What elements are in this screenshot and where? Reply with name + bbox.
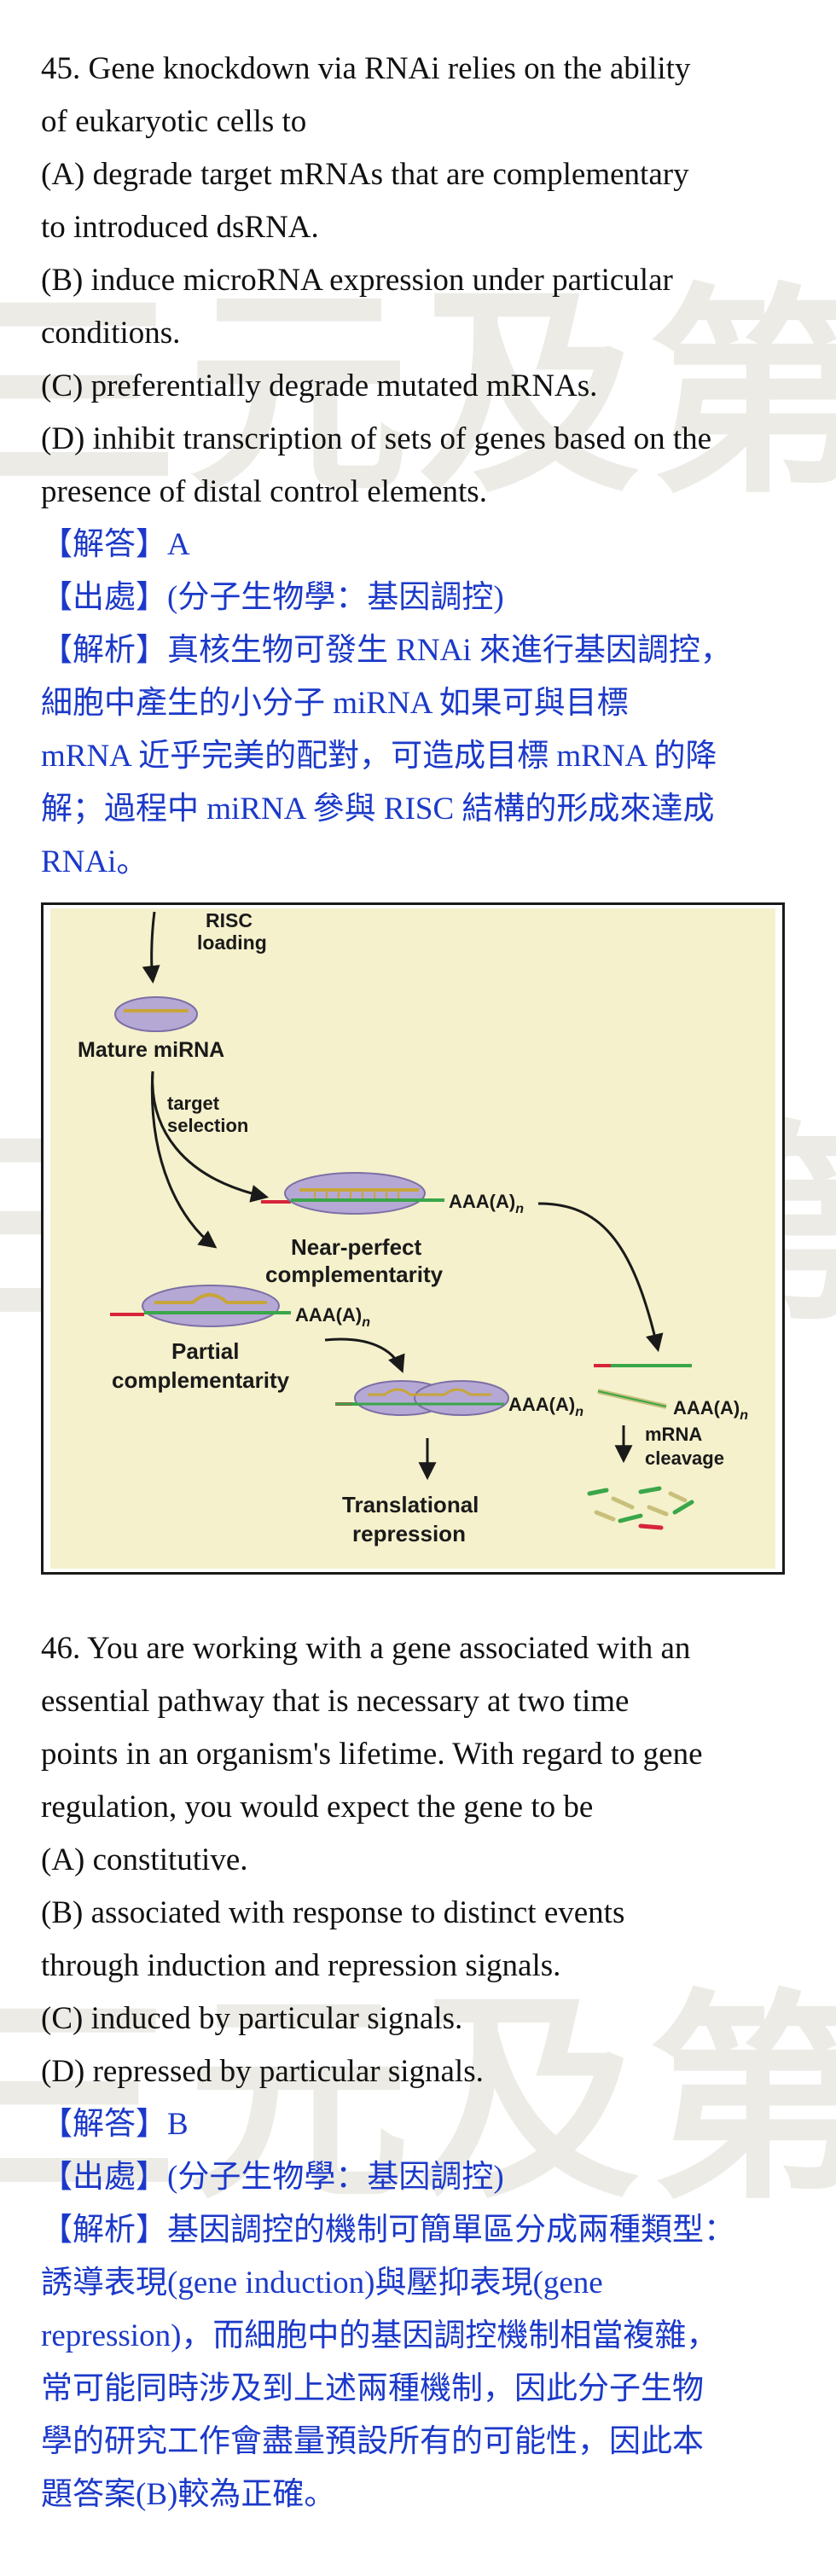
option-a-cont: to introduced dsRNA.: [41, 210, 319, 245]
question-line: essential pathway that is necessary at t…: [41, 1684, 630, 1719]
mature-mirna-label: Mature miRNA: [78, 1038, 224, 1062]
explanation-line: 【解析】基因調控的機制可簡單區分成兩種類型：: [41, 2213, 735, 2248]
rnai-diagram-svg: RISC loading Mature miRNA target selecti…: [50, 908, 775, 1569]
question-line: regulation, you would expect the gene to…: [41, 1790, 594, 1825]
polya-tail-2: AAA(A)n: [295, 1304, 370, 1330]
rnai-diagram: RISC loading Mature miRNA target selecti…: [41, 902, 785, 1575]
explanation-line: 誘導表現(gene induction)與壓抑表現(gene: [41, 2266, 603, 2300]
cleavage-label: cleavage: [645, 1448, 724, 1469]
option-a: (A) constitutive.: [41, 1842, 248, 1877]
explanation-line: RNAi。: [41, 844, 148, 879]
explanation-line: mRNA 近乎完美的配對，可造成目標 mRNA 的降: [41, 739, 717, 774]
polya-tail-3: AAA(A)n: [508, 1394, 583, 1419]
translational-label: Translational: [342, 1492, 479, 1517]
mature-mirna-complex: [114, 996, 198, 1032]
option-d-cont: presence of distal control elements.: [41, 474, 487, 509]
watermark: 三元及第: [0, 1972, 836, 2230]
explanation-line: 學的研究工作會盡量預設所有的可能性，因此本: [41, 2424, 704, 2459]
question-45: 45. Gene knockdown via RNAi relies on th…: [41, 43, 800, 889]
question-line: points in an organism's lifetime. With r…: [41, 1737, 703, 1772]
explanation-line: repression)，而細胞中的基因調控機制相當複雜，: [41, 2318, 718, 2353]
partial-arrow: [324, 1337, 405, 1373]
option-b: (B) associated with response to distinct…: [41, 1895, 625, 1930]
partial-label: Partial: [171, 1338, 240, 1364]
explanation-line: 題答案(B)較為正確。: [41, 2477, 336, 2512]
mrna-label: mRNA: [645, 1424, 702, 1445]
translational-repression-complex: [335, 1380, 509, 1416]
option-c: (C) induced by particular signals.: [41, 2001, 463, 2036]
option-b-cont: through induction and repression signals…: [41, 1948, 561, 1983]
option-d: (D) inhibit transcription of sets of gen…: [41, 421, 712, 456]
target-selection-arrow-2: [150, 1070, 218, 1249]
repression-label: repression: [352, 1521, 466, 1546]
polya-tail-1: AAA(A)n: [449, 1191, 524, 1216]
risc-label: RISC: [206, 909, 253, 931]
degraded-fragments: [587, 1486, 694, 1530]
selection-label: selection: [167, 1115, 248, 1136]
partial-label-2: complementarity: [112, 1367, 290, 1393]
option-c: (C) preferentially degrade mutated mRNAs…: [41, 368, 598, 403]
near-perfect-label-2: complementarity: [265, 1262, 444, 1287]
explanation-line: 解；過程中 miRNA 參與 RISC 結構的形成來達成: [41, 792, 715, 827]
explanation-line: 細胞中產生的小分子 miRNA 如果可與目標: [41, 686, 629, 721]
partial-complex: [110, 1285, 291, 1327]
cleavage-path-arrow: [537, 1202, 664, 1353]
near-perfect-complex: [261, 1172, 444, 1215]
option-b-cont: conditions.: [41, 316, 181, 351]
polya-tail-4: AAA(A)n: [673, 1397, 748, 1423]
near-perfect-label: Near-perfect: [291, 1234, 422, 1260]
question-line: 46. You are working with a gene associat…: [41, 1631, 691, 1666]
watermark: 三元及第: [0, 266, 836, 524]
question-46: 46. You are working with a gene associat…: [41, 1622, 800, 2521]
loading-label: loading: [197, 931, 267, 954]
question-line: of eukaryotic cells to: [41, 104, 307, 139]
explanation-line: 【解析】真核生物可發生 RNAi 來進行基因調控，: [41, 633, 732, 668]
source: 【出處】(分子生物學：基因調控): [41, 580, 504, 615]
target-label: target: [167, 1093, 220, 1114]
cleaved-mrna: [594, 1364, 692, 1409]
risc-loading-arrow: [142, 911, 160, 984]
question-line: 45. Gene knockdown via RNAi relies on th…: [41, 51, 691, 86]
option-a: (A) degrade target mRNAs that are comple…: [41, 157, 689, 192]
option-b: (B) induce microRNA expression under par…: [41, 263, 673, 298]
explanation-line: 常可能同時涉及到上述兩種機制，因此分子生物: [41, 2371, 704, 2406]
answer: 【解答】B: [41, 2107, 189, 2142]
source: 【出處】(分子生物學：基因調控): [41, 2160, 504, 2195]
answer: 【解答】A: [41, 527, 190, 562]
option-d: (D) repressed by particular signals.: [41, 2054, 484, 2089]
